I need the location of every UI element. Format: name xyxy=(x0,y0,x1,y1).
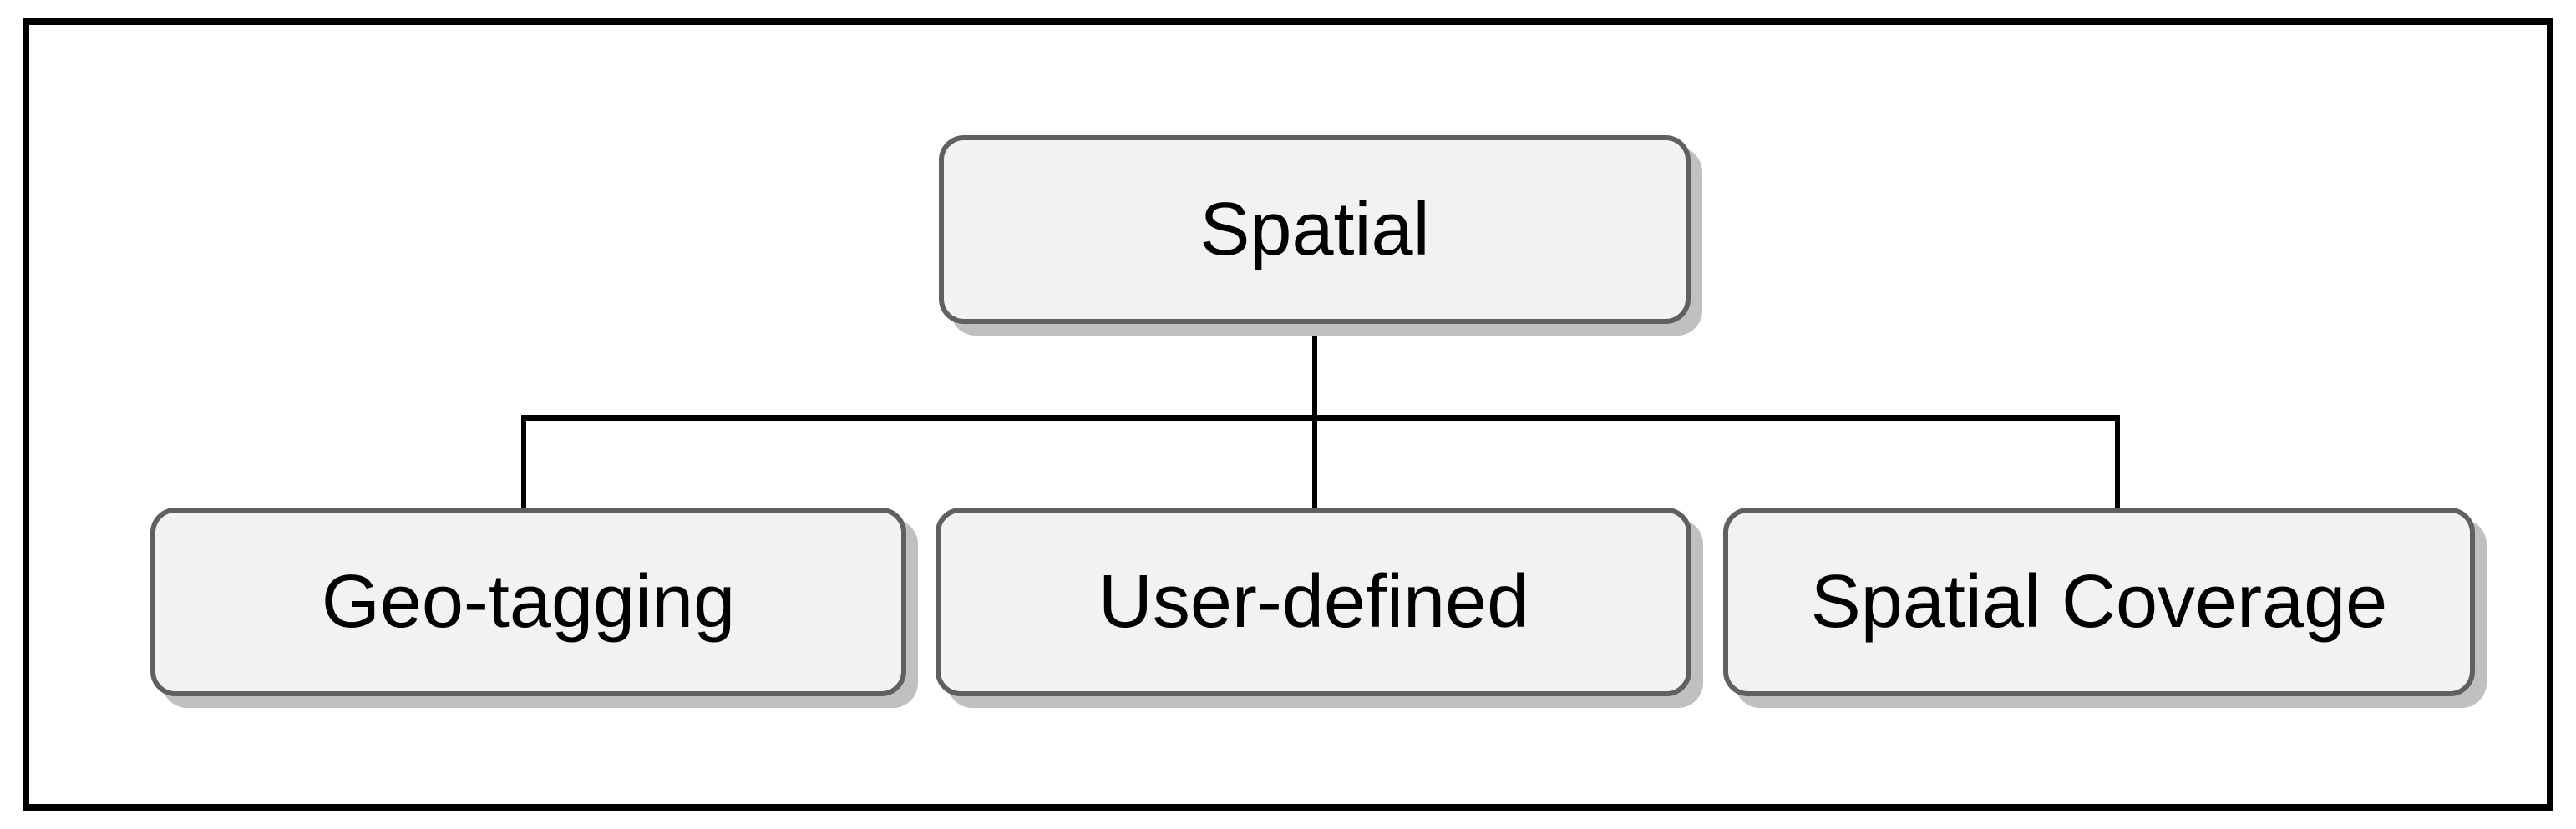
node-spatial-label: Spatial xyxy=(1199,188,1430,271)
node-user-defined: User-defined xyxy=(936,508,1691,696)
connector-horizontal-bar xyxy=(521,415,2120,421)
diagram-frame: Spatial Geo-tagging User-defined Spatial… xyxy=(23,18,2553,811)
connector-stem xyxy=(1312,322,1317,417)
node-spatial: Spatial xyxy=(939,135,1691,324)
node-user-defined-label: User-defined xyxy=(1098,560,1529,644)
node-geo-tagging-label: Geo-tagging xyxy=(321,560,736,644)
connector-drop-middle xyxy=(1312,417,1317,511)
connector-drop-left xyxy=(521,417,526,511)
node-spatial-coverage: Spatial Coverage xyxy=(1723,508,2475,696)
node-geo-tagging: Geo-tagging xyxy=(150,508,906,696)
node-spatial-coverage-label: Spatial Coverage xyxy=(1810,560,2388,644)
connector-drop-right xyxy=(2115,417,2120,511)
